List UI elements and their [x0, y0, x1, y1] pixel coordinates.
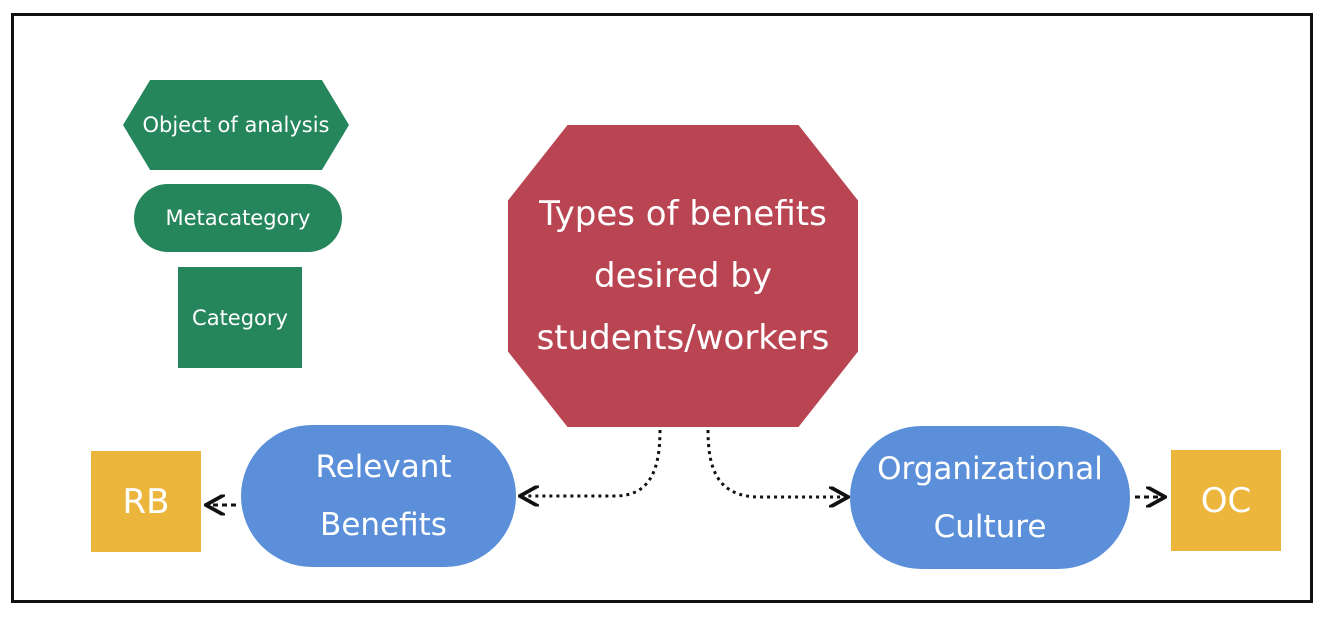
legend-metacategory-label: Metacategory — [165, 206, 311, 230]
oc-label: OC — [1200, 480, 1252, 521]
legend-metacategory: Metacategory — [134, 184, 342, 252]
legend-category: Category — [178, 267, 302, 368]
relevant-benefits-label: Relevant Benefits — [315, 449, 452, 543]
organizational-culture-label: Organizational Culture — [877, 450, 1103, 545]
object-of-analysis-node: Types of benefits desired by students/wo… — [508, 125, 858, 427]
object-of-analysis-label: Types of benefits desired by students/wo… — [536, 194, 830, 358]
rb-label: RB — [122, 481, 170, 522]
legend-category-label: Category — [192, 305, 288, 330]
metacategory-relevant-benefits: Relevant Benefits — [241, 425, 516, 567]
legend-object-of-analysis: Object of analysis — [123, 80, 349, 170]
legend-object-of-analysis-label: Object of analysis — [142, 113, 330, 137]
category-oc: OC — [1171, 450, 1281, 551]
connector-center-to-organizational-culture — [706, 429, 846, 497]
connector-center-to-relevant-benefits — [522, 429, 662, 496]
category-rb: RB — [91, 451, 201, 552]
metacategory-organizational-culture: Organizational Culture — [850, 426, 1130, 569]
